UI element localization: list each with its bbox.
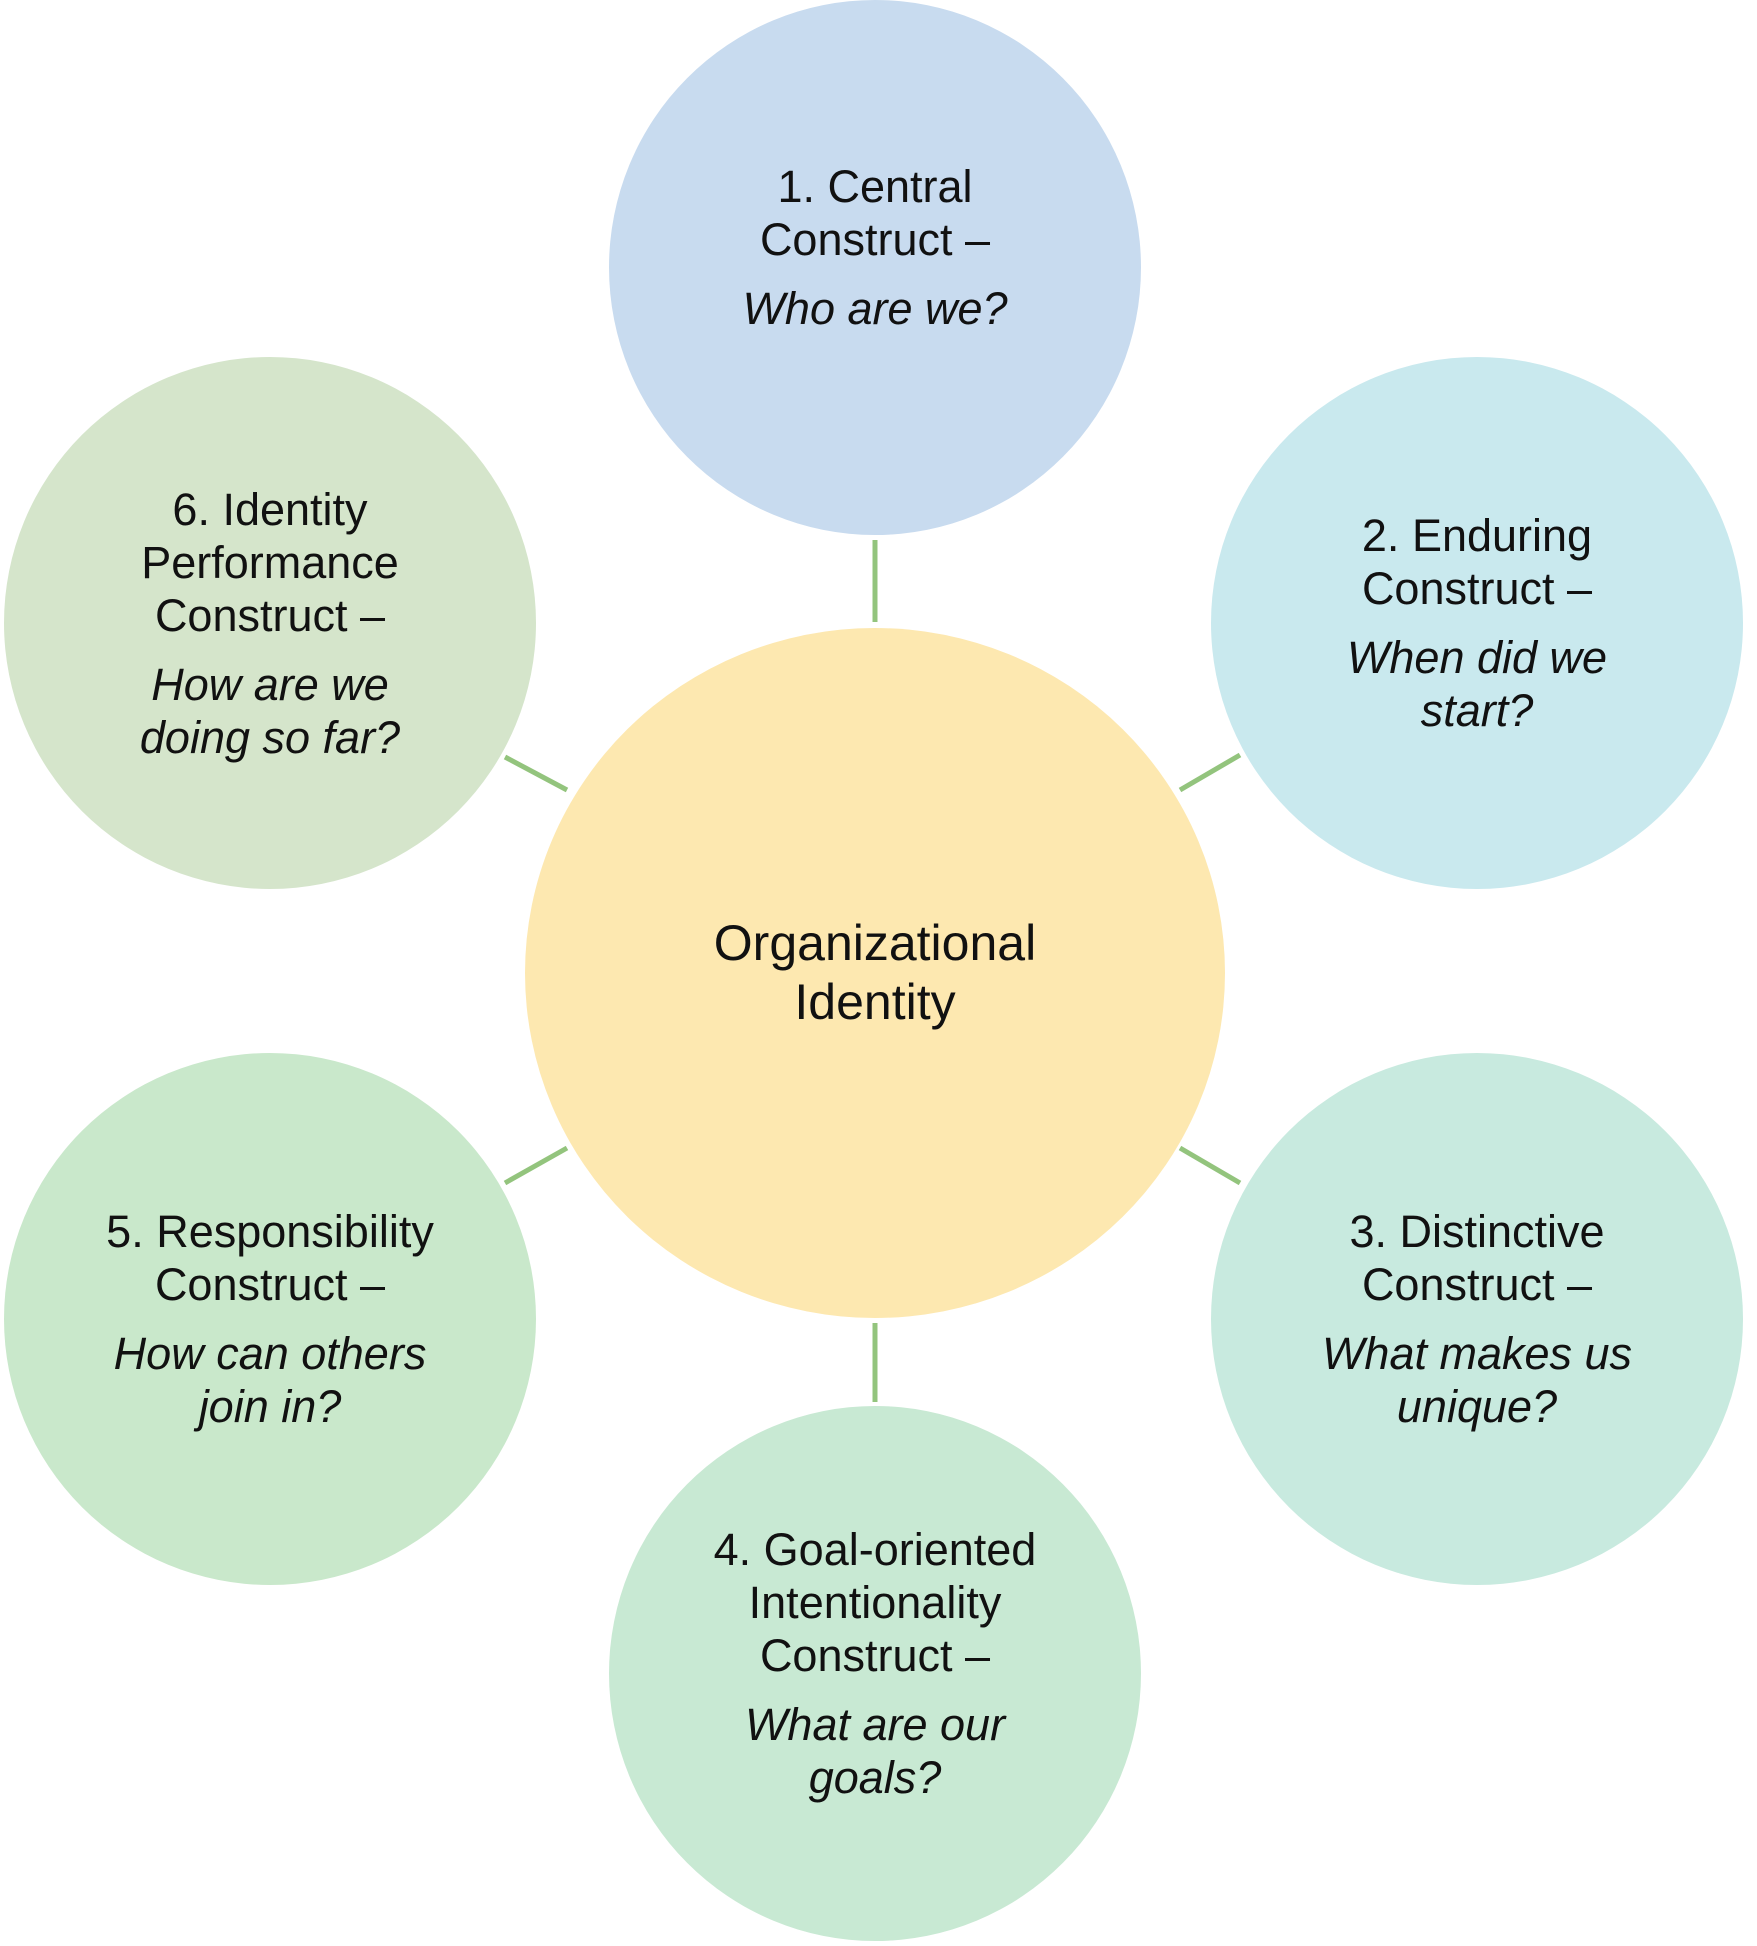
distinctive-construct-title: 3. Distinctive Construct – bbox=[1349, 1206, 1605, 1310]
responsibility-construct-question: How can others join in? bbox=[113, 1328, 427, 1432]
responsibility-construct-node: 5. Responsibility Construct – How can ot… bbox=[4, 1053, 536, 1585]
central-construct-title: 1. Central Construct – bbox=[759, 161, 991, 265]
enduring-construct-question: When did we start? bbox=[1346, 632, 1608, 736]
distinctive-construct-question: What makes us unique? bbox=[1321, 1328, 1633, 1432]
central-construct-question: Who are we? bbox=[742, 283, 1008, 334]
enduring-construct-title: 2. Enduring Construct – bbox=[1361, 510, 1593, 614]
organizational-identity-title: Organizational Identity bbox=[713, 915, 1037, 1030]
identity-performance-construct-question: How are we doing so far? bbox=[139, 658, 401, 763]
connector-3 bbox=[1178, 1145, 1242, 1186]
goal-oriented-construct-title: 4. Goal-oriented Intentionality Construc… bbox=[713, 1524, 1037, 1681]
goal-oriented-construct-node: 4. Goal-oriented Intentionality Construc… bbox=[609, 1406, 1141, 1941]
identity-performance-construct-node: 6. Identity Performance Construct – How … bbox=[4, 357, 536, 889]
connector-6 bbox=[503, 754, 569, 793]
identity-performance-construct-title: 6. Identity Performance Construct – bbox=[141, 483, 399, 641]
connector-5 bbox=[503, 1145, 569, 1186]
goal-oriented-construct-question: What are our goals? bbox=[744, 1699, 1006, 1803]
distinctive-construct-node: 3. Distinctive Construct – What makes us… bbox=[1211, 1053, 1743, 1585]
organizational-identity-node: Organizational Identity bbox=[525, 628, 1225, 1318]
enduring-construct-node: 2. Enduring Construct – When did we star… bbox=[1211, 357, 1743, 889]
central-construct-node: 1. Central Construct – Who are we? bbox=[609, 0, 1141, 535]
connector-2 bbox=[1178, 752, 1242, 793]
responsibility-construct-title: 5. Responsibility Construct – bbox=[106, 1206, 434, 1310]
